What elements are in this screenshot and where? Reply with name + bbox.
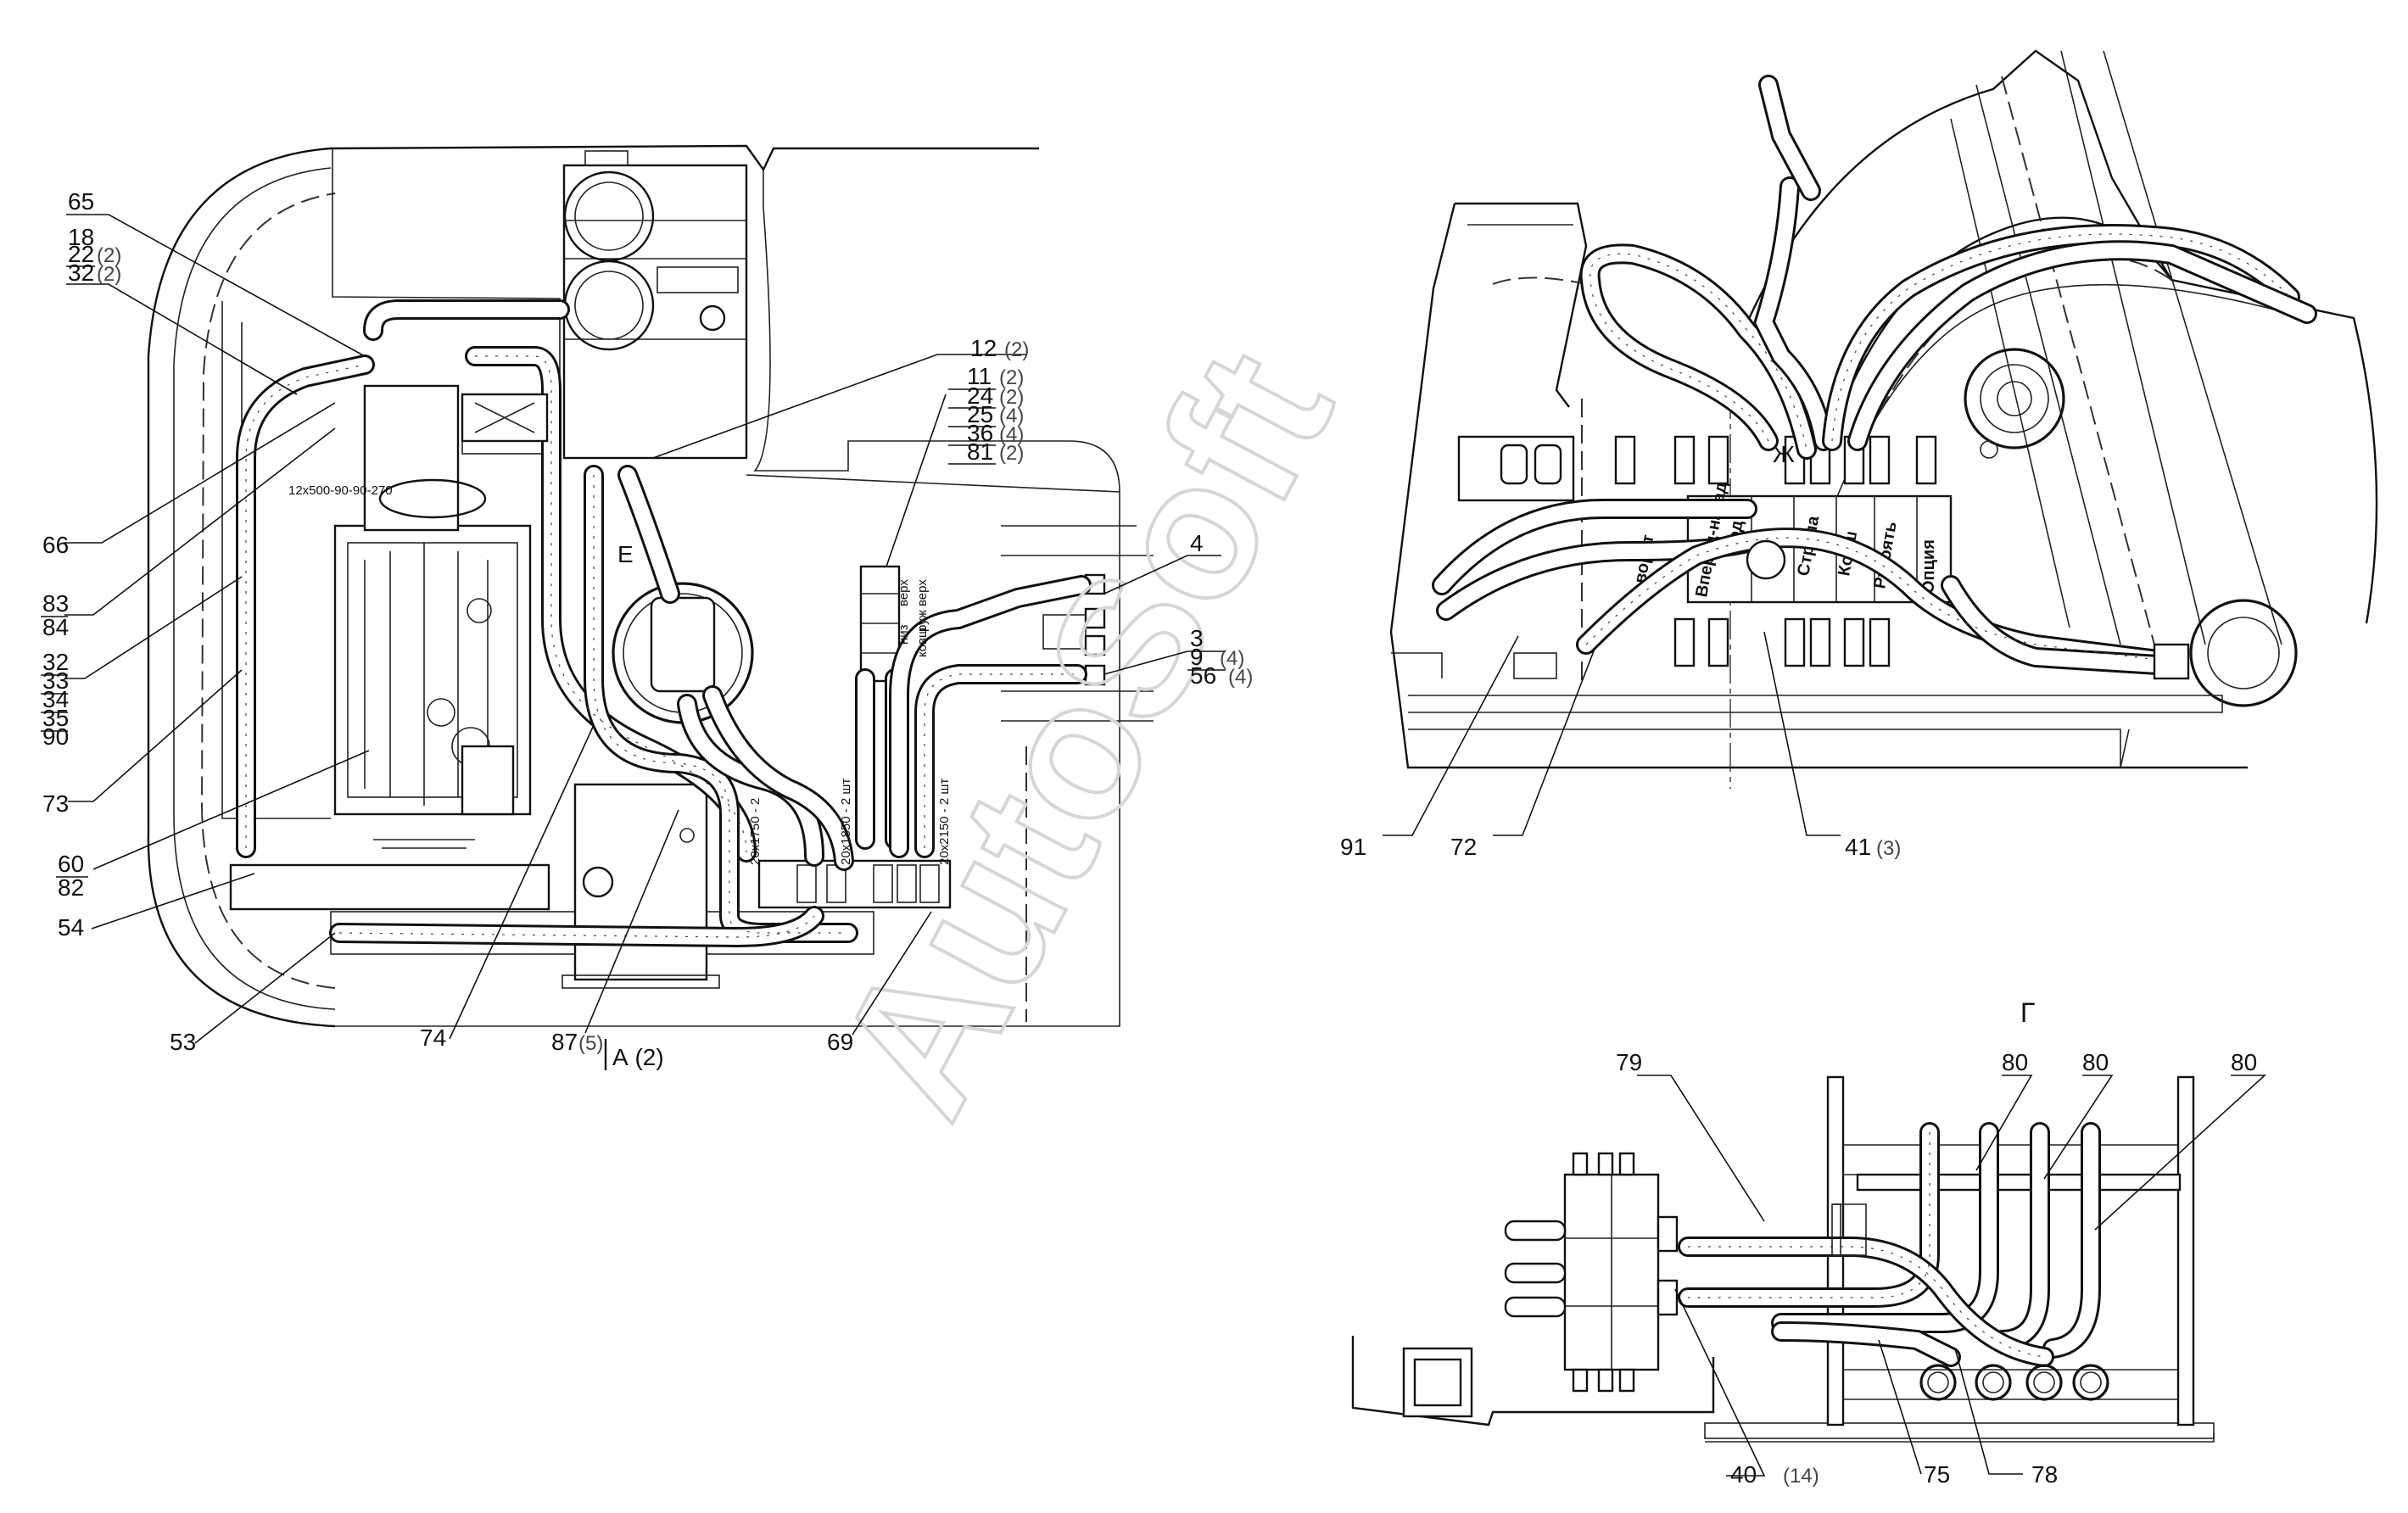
callout-9-qty: (4) [1220,647,1244,670]
callout-84: 84 [42,614,69,640]
callout-90: 90 [42,723,69,750]
callout-73: 73 [42,790,69,817]
callout-78: 78 [2031,1461,2058,1488]
main-view [147,144,1154,1028]
callout-72: 72 [1450,834,1477,860]
callout-33: 33 [42,667,69,694]
callout-56: 56 [1190,662,1216,689]
callout-66: 66 [42,532,69,558]
callout-35: 35 [42,705,69,731]
callout-81: 81 [967,438,993,465]
hoses-top-right [1432,75,2317,676]
section-a-label: А (2) [612,1044,664,1070]
hose-tag-5: ковш [915,628,930,657]
hoses-main [236,299,1092,948]
hose-spec-note-4: 20х1750 - 2 [748,798,763,865]
callout-91: 91 [1340,834,1366,860]
callout-12: 12 [970,335,997,361]
callout-56-qty: (4) [1228,666,1253,689]
callout-53: 53 [170,1029,196,1055]
callout-22: 22 [68,241,94,267]
hose-tag-2: верх [915,579,930,606]
hose-spec-note-3: 20х1850 - 2 шт [839,779,853,865]
callout-40: 40 [1730,1461,1757,1488]
callout-34: 34 [42,686,69,712]
valve-label-optsiya: Опция [1919,539,1938,594]
callout-11: 11 [967,363,992,389]
callout-24-qty: (2) [999,386,1024,409]
callout-80c: 80 [2231,1049,2257,1075]
callout-65: 65 [68,188,94,215]
callout-81-qty: (2) [999,442,1024,465]
callout-36: 36 [967,420,993,446]
hose-tag-4: руж [915,610,930,632]
callout-25-qty: (4) [999,405,1024,427]
callout-3: 3 [1190,625,1204,651]
callout-74: 74 [420,1024,446,1051]
callout-41-qty: (3) [1876,837,1901,860]
top-right-view: Поворот Вперед-назад Ход Стрела Ковш Рук… [1389,49,2378,789]
callout-83: 83 [42,590,69,617]
callout-79: 79 [1616,1049,1642,1075]
callout-80a: 80 [2002,1049,2028,1075]
callout-80b: 80 [2082,1049,2109,1075]
callout-75: 75 [1924,1461,1950,1488]
view-g-label: Г [2020,997,2035,1028]
hose-spec-note-2: 20х2150 - 2 шт [937,779,952,865]
callout-11-qty: (2) [999,366,1024,389]
hose-spec-note: 12х500-90-90-270 [288,483,393,498]
callout-54: 54 [58,914,84,941]
callout-4: 4 [1190,530,1204,556]
callout-24: 24 [967,382,993,409]
hex-nuts [1919,1364,2109,1401]
mark-e: Е [617,541,634,567]
callout-36-qty: (4) [999,423,1024,446]
callout-12-qty: (2) [1004,338,1029,361]
callout-40-qty: (14) [1783,1465,1819,1488]
callout-60: 60 [58,851,84,877]
mark-zh: Ж [1773,441,1795,467]
hose-tag-3: низ [897,624,911,645]
hose-tag-1: верх [897,579,911,606]
callout-32a-qty: (2) [97,263,121,286]
callout-87: 87 [551,1029,578,1055]
callouts: 65 18 22 (2) 32 (2) 66 83 84 32 33 34 35… [41,188,2267,1488]
callout-32b: 32 [42,649,69,675]
callout-41: 41 [1845,834,1871,860]
callout-25: 25 [967,401,993,427]
callout-32a: 32 [68,260,94,286]
callout-69: 69 [827,1029,853,1055]
view-g [1351,1075,2215,1443]
callout-22-qty: (2) [97,244,121,267]
callout-87-qty: (5) [578,1032,603,1055]
callout-9: 9 [1190,644,1204,670]
hoses-view-g [1678,1122,2101,1367]
callout-82: 82 [58,874,84,901]
callout-18: 18 [68,224,94,250]
